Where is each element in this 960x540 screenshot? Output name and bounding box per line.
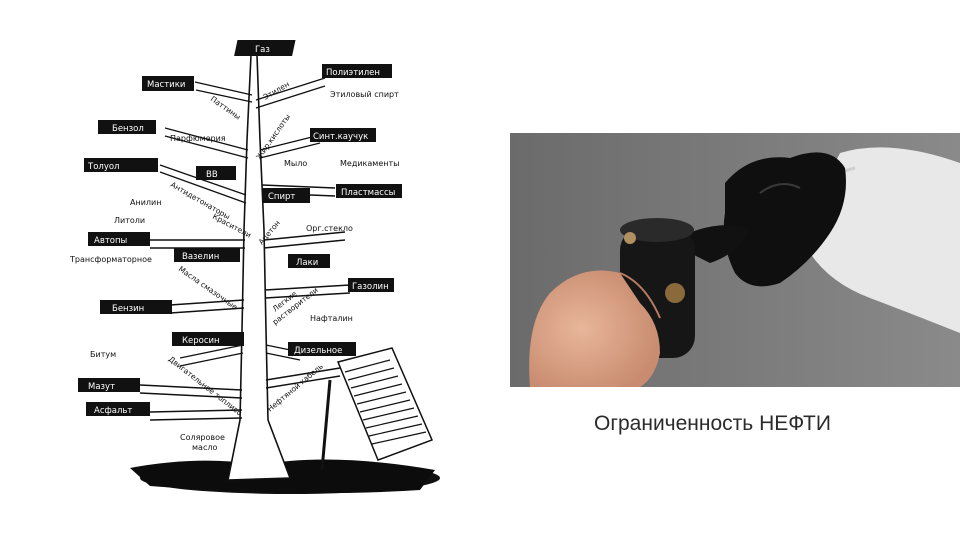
label-asfalt: Асфальт: [94, 406, 132, 416]
label-spirt: Спирт: [268, 192, 295, 202]
label-parfyumeriya: Парфюмерия: [170, 134, 226, 143]
label-dvigatelnoe-toplivo: Двигательное топливо: [167, 354, 245, 417]
label-plastmassy: Пластмассы: [341, 188, 395, 198]
label-dizelnoe: Дизельное: [294, 346, 342, 356]
dark-label-boxes: Газ Полиэтилен Мастики Бензол Синт.каучу…: [78, 40, 402, 416]
label-benzin: Бензин: [112, 304, 144, 314]
label-vv: ВВ: [206, 170, 218, 180]
label-neftyanoi-kabel: Нефтяной кабель: [266, 362, 325, 414]
label-naftalin: Нафталин: [310, 314, 353, 323]
oil-photo-illustration: [510, 133, 960, 387]
label-anilin: Анилин: [130, 198, 161, 207]
label-kerosin: Керосин: [182, 336, 220, 346]
slide-caption: Ограниченность НЕФТИ: [594, 412, 831, 435]
plain-labels: Этиловый спирт Парфюмерия Мыло Медикамен…: [69, 90, 399, 452]
label-sintkauchuk: Синт.каучук: [313, 132, 368, 142]
label-maslo: масло: [192, 443, 217, 452]
label-gazolin: Газолин: [352, 282, 389, 292]
label-etilovy-spirt: Этиловый спирт: [330, 90, 399, 99]
label-medikamenty: Медикаменты: [340, 159, 399, 168]
oil-products-tree-diagram: Газ Полиэтилен Мастики Бензол Синт.каучу…: [69, 40, 440, 494]
oil-drum-illustration: [320, 347, 434, 471]
label-solyarovoe: Соляровое: [180, 433, 225, 442]
label-org-steklo: Орг.стекло: [306, 224, 353, 233]
label-polietilen: Полиэтилен: [326, 68, 380, 78]
label-transformatornoe: Трансформаторное: [69, 255, 152, 264]
label-mylo: Мыло: [284, 159, 307, 168]
label-gaz: Газ: [255, 45, 270, 55]
label-bitum: Битум: [90, 350, 116, 359]
label-vazelin: Вазелин: [182, 252, 219, 262]
label-laki: Лаки: [296, 258, 318, 268]
label-lipoli: Литоли: [114, 216, 145, 225]
label-toluol: Толуол: [87, 162, 120, 172]
label-avtopy: Автопы: [94, 236, 127, 246]
label-benzol: Бензол: [112, 124, 144, 134]
label-mazut: Мазут: [88, 382, 115, 392]
oil-residue-photo: [510, 133, 960, 387]
label-mastiki: Мастики: [147, 80, 185, 90]
label-masla-smazochnye: Масла смазочные: [177, 264, 240, 312]
